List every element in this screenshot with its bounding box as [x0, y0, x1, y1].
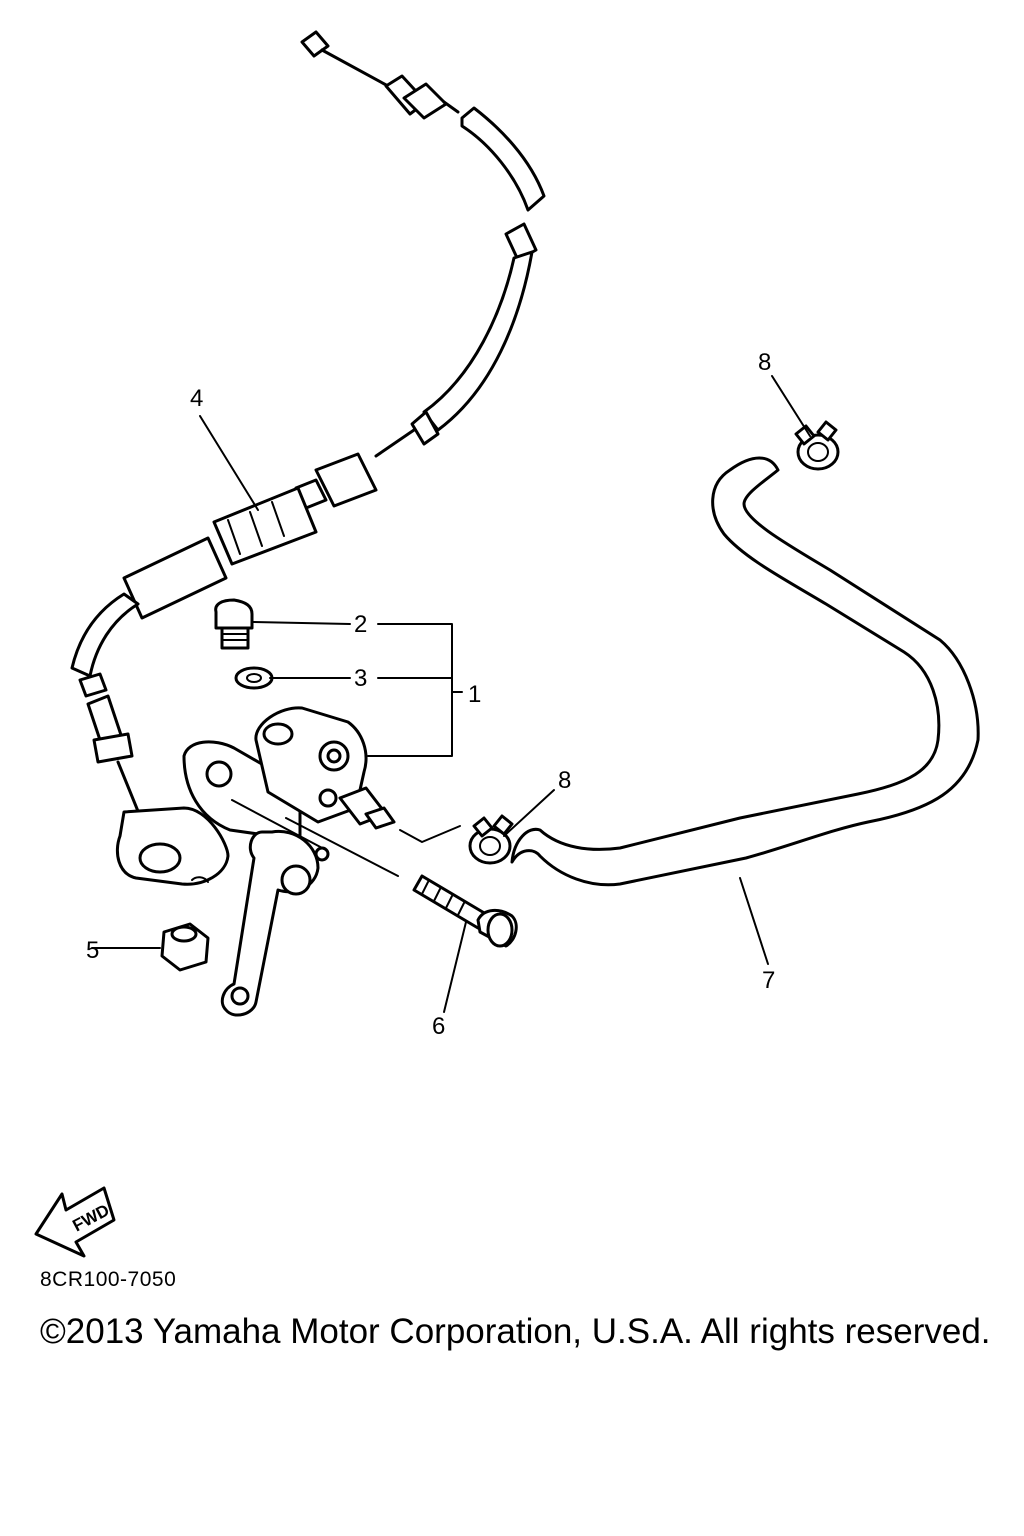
callout-4: 4: [190, 385, 203, 412]
callout-3: 3: [354, 665, 367, 692]
callout-5: 5: [86, 937, 99, 964]
nut: [160, 922, 210, 972]
screw: [412, 874, 518, 948]
fwd-arrow-icon: FWD: [34, 1186, 116, 1258]
bolt: [214, 598, 254, 650]
leader-lines: [91, 375, 811, 1013]
washer: [234, 666, 274, 690]
oil-pump: [115, 706, 399, 1017]
callout-1: 1: [468, 681, 481, 708]
oil-hose: [510, 456, 980, 887]
callout-7: 7: [762, 967, 775, 994]
callout-2: 2: [354, 611, 367, 638]
copyright-notice: ©2013 Yamaha Motor Corporation, U.S.A. A…: [40, 1312, 991, 1351]
callout-8-mid: 8: [558, 767, 571, 794]
hose-clip-mid: [468, 814, 514, 865]
callout-6: 6: [432, 1013, 445, 1040]
diagram-code: 8CR100-7050: [40, 1268, 177, 1291]
callout-8-top: 8: [758, 349, 771, 376]
hose-clip-top: [794, 420, 840, 471]
